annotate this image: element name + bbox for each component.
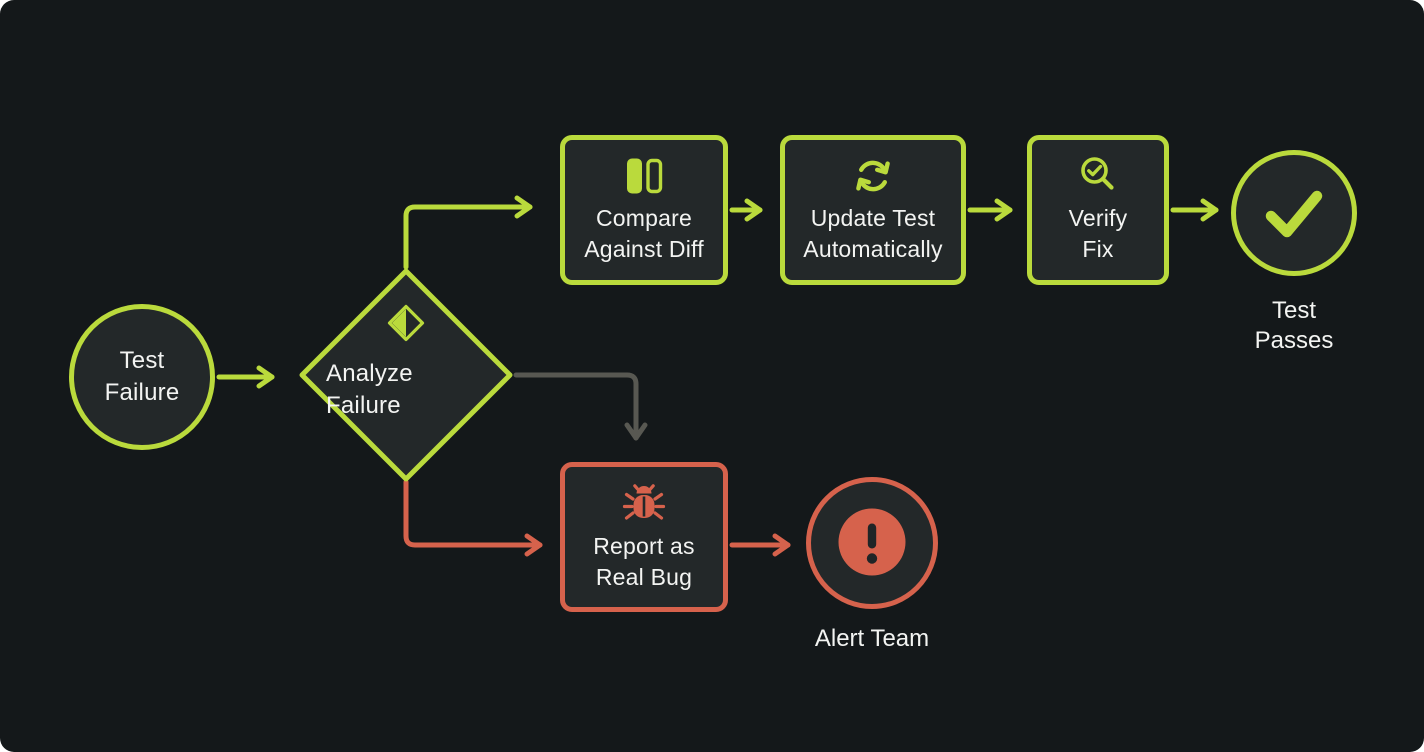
check-icon <box>1265 190 1323 238</box>
test-passes-label: Test Passes <box>1254 297 1334 354</box>
bug-icon <box>622 484 666 520</box>
test-failure-label: Test Failure <box>104 347 180 406</box>
node-test-passes <box>1231 150 1357 276</box>
analyze-failure-label: Analyze Failure <box>326 360 413 419</box>
update-test-label: Update Test Automatically <box>803 205 943 262</box>
report-bug-label: Report as Real Bug <box>593 533 695 590</box>
verify-fix-label: Verify Fix <box>1068 205 1128 262</box>
edge-analyze-to-report-gray <box>513 372 648 441</box>
refresh-icon <box>856 160 890 192</box>
node-report-bug: Report as Real Bug <box>560 462 728 612</box>
node-test-failure: Test Failure <box>69 304 215 450</box>
edge-analyze-to-report-red <box>403 479 543 557</box>
node-update-test: Update Test Automatically <box>780 135 966 285</box>
search-check-icon <box>1081 157 1114 190</box>
alert-team-label: Alert Team <box>814 625 930 652</box>
node-analyze-failure: Analyze Failure <box>294 263 518 487</box>
diamond-shape <box>299 268 513 482</box>
diff-diamond-icon <box>387 304 425 342</box>
node-alert-team <box>806 477 938 609</box>
node-verify-fix: Verify Fix <box>1027 135 1169 285</box>
node-compare-diff: Compare Against Diff <box>560 135 728 285</box>
compare-diff-label: Compare Against Diff <box>584 205 704 262</box>
alert-icon <box>838 508 906 576</box>
edge-analyze-to-compare <box>403 195 533 270</box>
columns-icon <box>627 158 663 194</box>
